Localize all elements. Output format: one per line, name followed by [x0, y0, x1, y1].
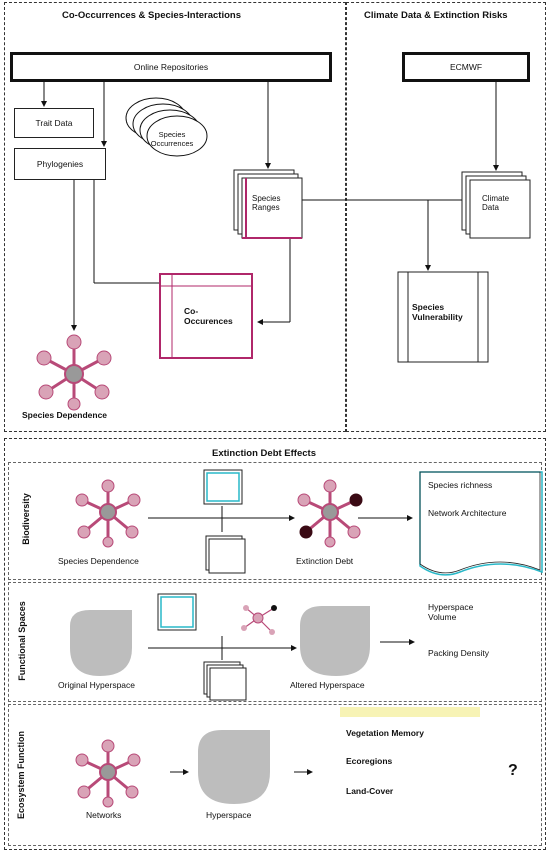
- functional-spaces-row-label: Functional Spaces: [17, 601, 27, 681]
- co-occurrence-panel: [4, 2, 346, 432]
- ecosystem-function-row-label: Ecosystem Function: [16, 730, 26, 820]
- species-occurrences-label: Species Occurrences: [150, 130, 194, 148]
- extinction-debt-network-icon: [297, 479, 363, 548]
- climate-panel: [346, 2, 546, 432]
- vegetation-memory-label: Vegetation Memory: [346, 728, 424, 738]
- network-architecture-label: Network Architecture: [428, 508, 507, 518]
- original-hyperspace-label: Original Hyperspace: [58, 680, 136, 690]
- bio-species-dependence-label: Species Dependence: [58, 556, 139, 566]
- ecosystem-network-icon: [75, 739, 141, 808]
- phylogenies-box: Phylogenies: [14, 148, 106, 180]
- online-repositories-box: Online Repositories: [10, 52, 332, 82]
- species-ranges-label: Species Ranges: [252, 194, 281, 212]
- extinction-debt-label: Extinction Debt: [296, 556, 354, 566]
- ecosystem-function-row: [8, 704, 542, 846]
- altered-hyperspace-label: Altered Hyperspace: [290, 680, 365, 690]
- ecoregions-label: Ecoregions: [346, 756, 393, 766]
- original-hyperspace-shape: [70, 610, 132, 676]
- species-dependence-network-icon: [36, 334, 112, 411]
- extinction-debt-panel: [4, 438, 546, 850]
- climate-data-label: Climate Data: [482, 194, 510, 212]
- packing-density-label: Packing Density: [428, 648, 489, 658]
- hyperspace-volume-label: Hyperspace Volume: [428, 602, 474, 622]
- hyperspace-label: Hyperspace: [206, 810, 252, 820]
- hyperspace-shape: [198, 730, 270, 804]
- altered-hyperspace-shape: [300, 606, 370, 676]
- species-dependence-label: Species Dependence: [22, 410, 108, 420]
- biodiversity-row-label: Biodiversity: [21, 493, 31, 545]
- species-vulnerability-label: Species Vulnerability: [412, 302, 463, 322]
- climate-title: Climate Data & Extinction Risks: [364, 10, 508, 21]
- land-cover-label: Land-Cover: [346, 786, 394, 796]
- question-mark: ?: [508, 762, 518, 779]
- ecosystem-highlight: [340, 707, 480, 717]
- networks-label: Networks: [86, 810, 122, 820]
- co-occurrences-label: Co-Occurences: [184, 306, 233, 326]
- bio-species-dependence-network-icon: [75, 479, 141, 548]
- species-richness-label: Species richness: [428, 480, 493, 490]
- extinction-debt-title: Extinction Debt Effects: [212, 448, 316, 459]
- ecmwf-box: ECMWF: [402, 52, 530, 82]
- co-occurrence-title: Co-Occurrences & Species-Interactions: [62, 10, 241, 21]
- trait-data-box: Trait Data: [14, 108, 94, 138]
- functional-spaces-row: [8, 582, 542, 702]
